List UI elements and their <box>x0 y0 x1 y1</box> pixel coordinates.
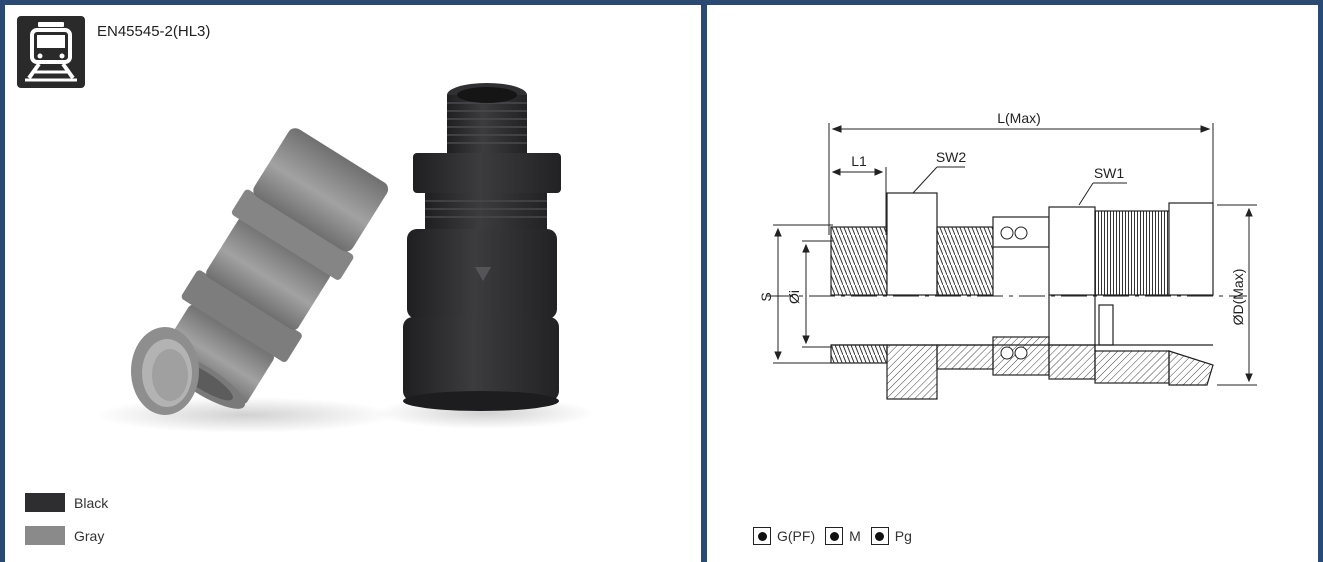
legend-item-gray: Gray <box>25 526 104 545</box>
thread-label-gpf: G(PF) <box>777 528 816 544</box>
thread-checkbox-m <box>825 527 844 545</box>
thread-type-list: G(PF) M Pg <box>753 527 922 545</box>
legend-label: Black <box>74 494 109 511</box>
standard-label: EN45545-2(HL3) <box>97 23 211 40</box>
label-outer-diameter: ØD(Max) <box>1230 269 1246 326</box>
label-sw2: SW2 <box>936 149 967 165</box>
label-l1: L1 <box>851 153 867 169</box>
thread-label-m: M <box>849 528 861 544</box>
label-s: S <box>758 292 774 301</box>
label-sw1: SW1 <box>1094 165 1125 181</box>
thread-label-pg: Pg <box>894 528 912 544</box>
color-swatch-gray <box>25 526 65 545</box>
thread-checkbox-pg <box>870 527 889 545</box>
dimension-drawing: L(Max) L1 SW2 SW1 S Øi ØD(Max) <box>758 110 1257 400</box>
technical-drawing-panel: L(Max) L1 SW2 SW1 S Øi ØD(Max) G(PF) M P… <box>707 5 1318 562</box>
black-connector <box>403 83 561 411</box>
legend-item-black: Black <box>25 493 108 512</box>
product-photo-panel: EN45545-2(HL3) <box>5 5 701 562</box>
product-photo <box>95 83 595 433</box>
panel-divider <box>701 0 707 562</box>
label-inner-diameter: Øi <box>786 290 802 304</box>
thread-checkbox-gpf <box>753 527 771 545</box>
train-icon <box>17 16 85 88</box>
gray-connector <box>158 128 389 409</box>
legend-label: Gray <box>74 527 105 544</box>
color-swatch-black <box>25 493 65 512</box>
label-length: L(Max) <box>997 110 1041 126</box>
